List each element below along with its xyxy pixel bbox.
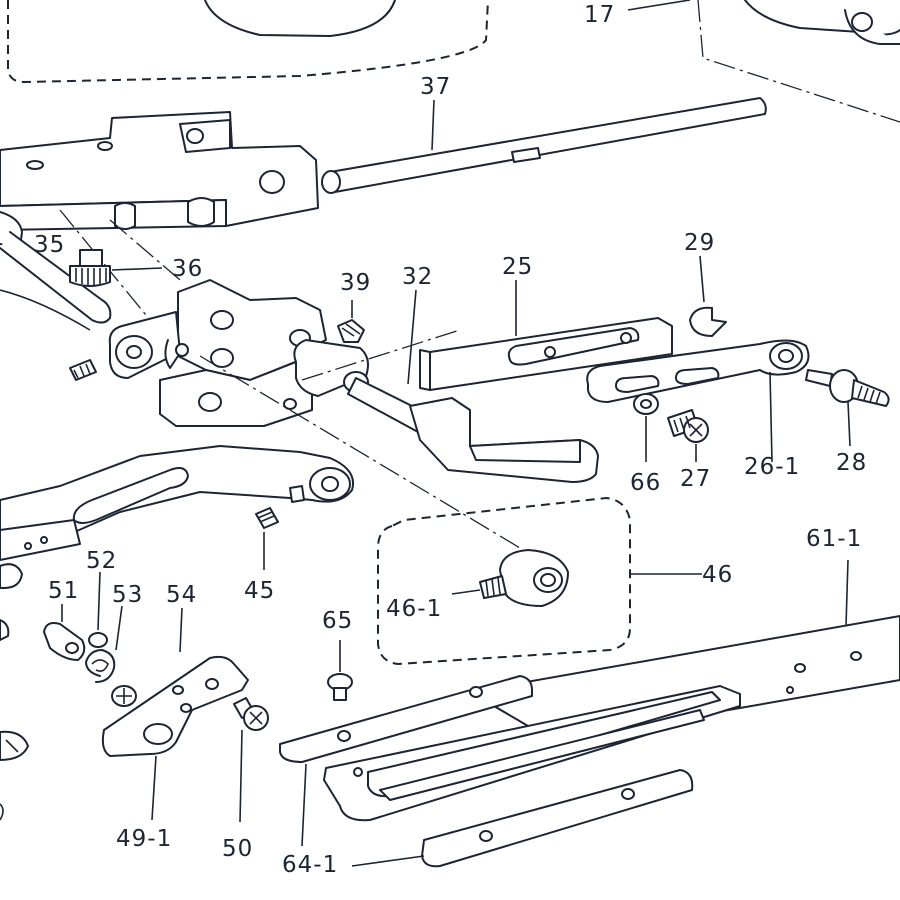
callout-46: 46 xyxy=(702,562,733,588)
callout-17: 17 xyxy=(584,2,615,28)
upper-dashed-assembly xyxy=(7,0,900,123)
lower-lever xyxy=(409,397,599,483)
part-36-knurled-screw: 36 xyxy=(69,249,203,287)
part-66-washer: 66 xyxy=(630,393,661,496)
callout-39: 39 xyxy=(340,270,371,296)
callout-61-1: 61-1 xyxy=(806,526,862,552)
part-25-link: 25 xyxy=(419,254,673,391)
swing-arm xyxy=(0,445,354,589)
part-28-shoulder-screw: 28 xyxy=(805,369,890,476)
callout-54: 54 xyxy=(166,582,197,608)
part-29-e-clip: 29 xyxy=(684,230,727,337)
part-51: 51 xyxy=(43,578,86,661)
part-53-spring: 53 xyxy=(85,582,143,707)
part-39-set-screw: 39 xyxy=(337,270,371,343)
callout-52: 52 xyxy=(86,548,117,574)
callout-50: 50 xyxy=(222,836,253,862)
callout-27: 27 xyxy=(680,466,711,492)
callout-36: 36 xyxy=(172,256,203,282)
callout-26-1: 26-1 xyxy=(744,454,800,480)
callout-25: 25 xyxy=(502,254,533,280)
part-64-1-plates: 64-1 xyxy=(279,675,741,878)
callout-37: 37 xyxy=(420,74,451,100)
part-45-set-screw: 45 xyxy=(244,507,279,604)
part-65-screw: 65 xyxy=(322,608,353,701)
callout-35: 35 xyxy=(34,232,65,258)
part-50-screw: 50 xyxy=(222,697,269,862)
callout-49-1: 49-1 xyxy=(116,826,172,852)
part-49-1-bracket: 54 49-1 xyxy=(101,582,249,852)
callout-66: 66 xyxy=(630,470,661,496)
part-46-group: 46-1 46 xyxy=(377,496,733,666)
callout-65: 65 xyxy=(322,608,353,634)
callout-53: 53 xyxy=(112,582,143,608)
part-52: 52 xyxy=(86,548,117,648)
callout-32: 32 xyxy=(402,264,433,290)
center-lines xyxy=(109,219,521,549)
part-26-1-link: 26-1 xyxy=(586,339,810,480)
part-37-shaft: 37 xyxy=(321,74,767,194)
callout-64-1: 64-1 xyxy=(282,852,338,878)
left-edge-fragments xyxy=(0,619,29,821)
callout-28: 28 xyxy=(836,450,867,476)
callout-46-1: 46-1 xyxy=(386,596,442,622)
callout-45: 45 xyxy=(244,578,275,604)
callout-51: 51 xyxy=(48,578,79,604)
part-17: 17 xyxy=(584,0,900,45)
callout-29: 29 xyxy=(684,230,715,256)
part-27-screw: 27 xyxy=(667,409,711,492)
left-set-screw xyxy=(69,359,97,381)
main-arm-casting xyxy=(0,111,319,249)
